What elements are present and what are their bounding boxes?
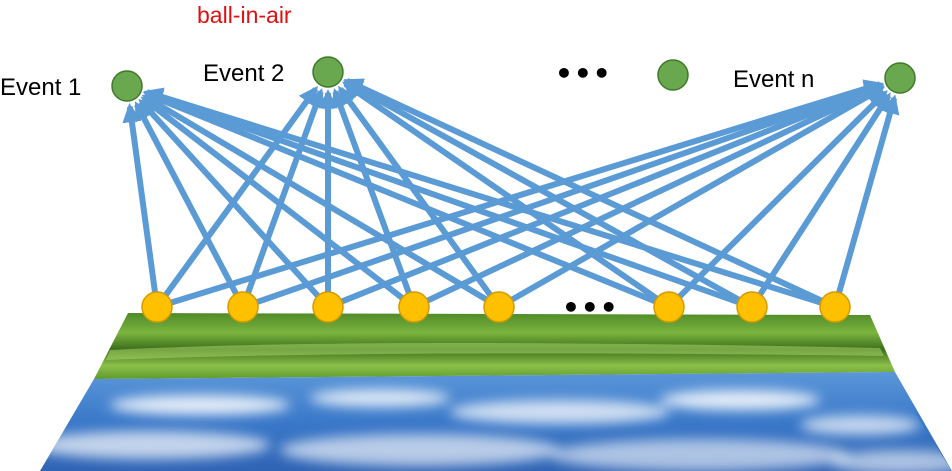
arrow-icon bbox=[138, 98, 322, 300]
feature-node-icon bbox=[398, 291, 430, 323]
arrow-icon bbox=[141, 94, 490, 303]
event-nodes bbox=[111, 56, 916, 102]
arrow-icon bbox=[756, 92, 892, 298]
top-ellipsis: ••• bbox=[555, 57, 612, 90]
grass-highlight bbox=[106, 343, 884, 360]
arrow-icon bbox=[342, 81, 660, 303]
arrow-icon bbox=[676, 90, 888, 300]
arrow-icon bbox=[134, 101, 240, 297]
feature-node-icon bbox=[653, 291, 685, 323]
feature-node-icon bbox=[227, 291, 259, 323]
arrow-icon bbox=[244, 88, 325, 296]
arrow-icon bbox=[122, 103, 159, 295]
event-node-icon bbox=[111, 70, 143, 102]
clouds bbox=[40, 389, 952, 471]
arrow-icon bbox=[343, 78, 825, 305]
feature-node-icon bbox=[819, 291, 851, 323]
arrow-icon bbox=[140, 96, 406, 302]
arrows-layer bbox=[122, 78, 900, 307]
event-node-icon bbox=[884, 62, 916, 94]
arrow-icon bbox=[143, 87, 824, 306]
arrow-icon bbox=[424, 84, 885, 305]
feature-node-icon bbox=[141, 291, 173, 323]
event-node-icon bbox=[312, 56, 344, 88]
feature-node-icon bbox=[312, 291, 344, 323]
event-1-label: Event 1 bbox=[0, 74, 82, 101]
title-label: ball-in-air bbox=[197, 2, 292, 28]
bottom-ellipsis: ••• bbox=[562, 291, 619, 324]
arrow-icon bbox=[331, 88, 413, 296]
feature-node-icon bbox=[736, 291, 768, 323]
arrow-icon bbox=[162, 85, 319, 299]
event-n-label: Event n bbox=[733, 66, 815, 93]
arrow-icon bbox=[337, 85, 494, 299]
arrow-icon bbox=[143, 89, 741, 306]
event-node-icon bbox=[657, 59, 689, 91]
feature-nodes bbox=[141, 291, 851, 323]
arrow-icon bbox=[142, 90, 659, 305]
event-2-label: Event 2 bbox=[203, 60, 285, 87]
feature-node-icon bbox=[483, 291, 515, 323]
arrow-icon bbox=[835, 94, 900, 296]
arrow-icon bbox=[343, 79, 743, 304]
